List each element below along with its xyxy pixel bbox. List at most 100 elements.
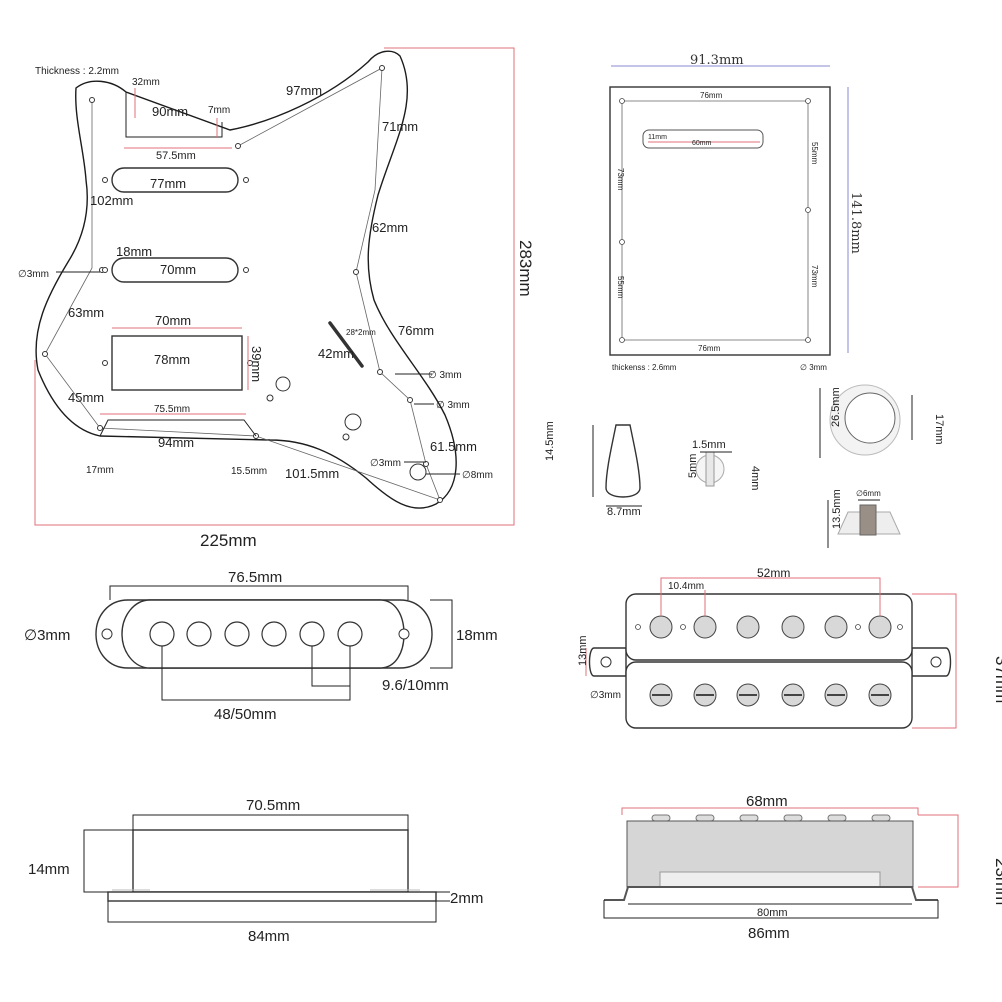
single-coil-pole-spacing: 9.6/10mm — [382, 677, 449, 694]
single-coil-length: 76.5mm — [228, 569, 282, 586]
backplate-height: 141.8mm — [848, 192, 863, 254]
neck-pickup-slot — [111, 167, 239, 193]
hum-side-base — [604, 886, 938, 901]
single-coil-width: 18mm — [456, 627, 498, 644]
pickguard-width: 225mm — [200, 531, 257, 550]
hum-side-80: 80mm — [757, 907, 788, 919]
single-coil-hole: ∅3mm — [24, 627, 70, 644]
pot-hole — [275, 376, 291, 392]
humbucker-height: 37mm — [992, 656, 1002, 703]
backplate-hole-3mm: ∅ 3mm — [800, 363, 827, 372]
dim-15-5mm: 15.5mm — [231, 466, 267, 477]
dim-32mm: 32mm — [132, 77, 160, 88]
humbucker-drawing: 52mm 10.4mm 13mm ∅3mm 37mm — [577, 566, 1002, 729]
hum-side-height: 23mm — [992, 858, 1002, 905]
single-side-drawing: 70.5mm 14mm 2mm 84mm — [28, 797, 483, 945]
jack-side-13-5: 13.5mm — [831, 489, 843, 529]
single-side-cover — [132, 829, 409, 893]
dim-77mm: 77mm — [150, 176, 186, 191]
dim-62mm: 62mm — [372, 220, 408, 235]
single-side-base-thickness: 2mm — [450, 890, 483, 907]
knob-height: 14.5mm — [544, 421, 556, 461]
dim-57-5mm: 57.5mm — [156, 150, 196, 162]
dim-97mm: 97mm — [286, 83, 322, 98]
screw-hole-lines — [44, 67, 441, 501]
dim-70mm-middle: 70mm — [160, 262, 196, 277]
backplate-dim-73-right: 73mm — [810, 265, 819, 288]
switch-tip-dim-5: 5mm — [687, 454, 699, 478]
pot-hole — [266, 394, 274, 402]
single-side-base — [107, 891, 437, 902]
dim-78mm: 78mm — [154, 352, 190, 367]
backplate-thickness: thickenss : 2.6mm — [612, 363, 677, 372]
backplate-dim-73-left: 73mm — [616, 168, 625, 191]
dim-28x2mm: 28*2mm — [346, 328, 376, 337]
humbucker-hole-3: ∅3mm — [590, 690, 621, 701]
humbucker-slot — [111, 335, 243, 391]
jack-top-17: 17mm — [933, 414, 945, 445]
knob-drawing: 14.5mm 8.7mm — [544, 421, 642, 518]
dim-76mm: 76mm — [398, 323, 434, 338]
pickguard-height: 283mm — [516, 240, 535, 297]
middle-pickup-slot — [111, 257, 239, 283]
single-side-height: 14mm — [28, 861, 70, 878]
dim-17mm: 17mm — [86, 465, 114, 476]
dim-102mm: 102mm — [90, 193, 133, 208]
hum-side-86: 86mm — [748, 925, 790, 942]
backplate-dim-76-bottom: 76mm — [698, 344, 721, 353]
pickguard-dims — [34, 47, 515, 526]
jack-side-hole-6: ∅6mm — [856, 489, 881, 498]
dim-hole-3mm-c: ∅3mm — [370, 458, 401, 469]
backplate-dim-55-left: 55mm — [616, 276, 625, 299]
dim-61-5mm: 61.5mm — [430, 439, 477, 454]
jack-side-drawing: ∅6mm 13.5mm — [827, 489, 901, 548]
jack-top-26-5: 26.5mm — [830, 387, 842, 427]
humbucker-coil-lower — [625, 661, 913, 729]
dim-hole-8mm: ∅8mm — [462, 470, 493, 481]
backplate-dim-76-top: 76mm — [700, 91, 723, 100]
humbucker-dim-13: 13mm — [577, 635, 589, 666]
jack-hole — [409, 463, 427, 481]
dim-101-5mm: 101.5mm — [285, 466, 339, 481]
dim-70mm-hum: 70mm — [155, 313, 191, 328]
backplate-drawing: 91.3mm 76mm 11mm 60mm 55mm 73mm 141.8mm … — [609, 53, 863, 372]
humbucker-dim-10-4: 10.4mm — [668, 581, 704, 592]
jack-inner — [844, 392, 896, 444]
pickguard-outline — [35, 50, 457, 509]
pickguard-thickness: Thickness : 2.2mm — [35, 66, 119, 77]
dim-7mm: 7mm — [208, 105, 230, 116]
dim-hole-3mm-b: ∅ 3mm — [436, 400, 470, 411]
single-side-base: 84mm — [248, 928, 290, 945]
humbucker-span-52: 52mm — [757, 566, 790, 580]
backplate-outline — [609, 86, 831, 356]
single-coil-pole-span: 48/50mm — [214, 706, 277, 723]
dim-39mm: 39mm — [249, 346, 264, 382]
backplate-width: 91.3mm — [690, 53, 744, 68]
backplate-dim-60: 60mm — [692, 140, 712, 147]
switch-slot — [328, 321, 364, 368]
humbucker-coil-upper — [625, 593, 913, 661]
single-coil-drawing: 76.5mm ∅3mm 18mm 9.6/10mm 48/50mm — [24, 569, 498, 723]
hum-side-top: 68mm — [746, 793, 788, 810]
backplate-slot — [642, 129, 764, 149]
single-coil-poles — [149, 621, 363, 647]
dim-18mm: 18mm — [116, 244, 152, 259]
switch-tip-drawing: 1.5mm 5mm 4mm — [687, 439, 761, 490]
pot-hole — [342, 433, 350, 441]
hum-side-drawing: 68mm 23mm 80mm 86mm — [603, 793, 1002, 942]
pot-hole — [344, 413, 362, 431]
dim-45mm: 45mm — [68, 390, 104, 405]
hum-side-pole-tops — [651, 814, 891, 822]
dim-42mm: 42mm — [318, 346, 354, 361]
single-side-top: 70.5mm — [246, 797, 300, 814]
dim-71mm: 71mm — [382, 119, 418, 134]
backplate-dim-55-right: 55mm — [810, 142, 819, 165]
dim-75-5mm: 75.5mm — [154, 404, 190, 415]
dim-63mm: 63mm — [68, 305, 104, 320]
switch-tip-dim-4: 4mm — [749, 466, 761, 490]
dim-hole-3mm-a: ∅ 3mm — [428, 370, 462, 381]
switch-tip-dim-1-5: 1.5mm — [692, 439, 726, 451]
dim-94mm: 94mm — [158, 435, 194, 450]
dim-90mm: 90mm — [152, 104, 188, 119]
